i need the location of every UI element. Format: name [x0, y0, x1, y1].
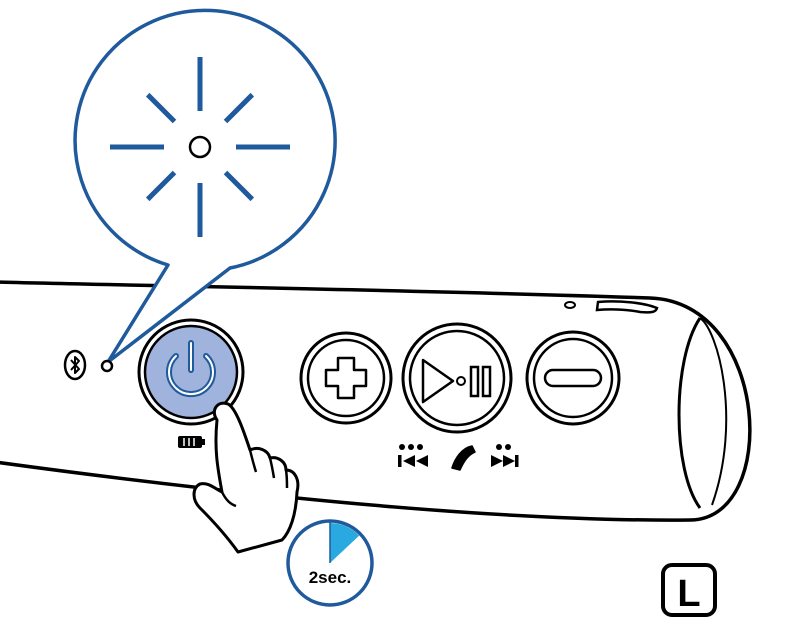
led-indicator-icon: [188, 135, 212, 159]
minus-icon: [543, 368, 603, 388]
side-badge-label: L: [677, 573, 700, 615]
power-icon: [166, 340, 216, 398]
led-blink-ray: [223, 92, 255, 124]
mic-hole: [564, 301, 576, 309]
volume-down-button[interactable]: [525, 330, 621, 426]
previous-track-icon: [398, 444, 428, 467]
led-callout: [73, 8, 337, 364]
led-blink-ray: [145, 92, 177, 124]
side-badge: L: [661, 563, 717, 617]
battery-icon: [178, 436, 205, 448]
hold-timer: 2sec.: [286, 519, 374, 607]
led-blink-ray: [223, 170, 255, 202]
bluetooth-icon: [63, 349, 87, 381]
led-blink-ray: [145, 170, 177, 202]
led-blink-rays: [110, 57, 290, 237]
play-pause-button[interactable]: [401, 322, 513, 434]
timer-progress-wedge: [330, 522, 360, 563]
plus-icon: [324, 356, 368, 400]
mic-slot: [595, 300, 659, 314]
led-indicator-icon: [100, 359, 114, 373]
phone-call-icon: [451, 445, 476, 471]
timer-label: 2sec.: [309, 568, 352, 587]
volume-up-button[interactable]: [299, 331, 393, 425]
pointing-hand-icon: [192, 401, 300, 554]
power-button[interactable]: [137, 318, 245, 426]
next-track-icon: [491, 444, 519, 467]
play-pause-icon: [421, 358, 492, 404]
